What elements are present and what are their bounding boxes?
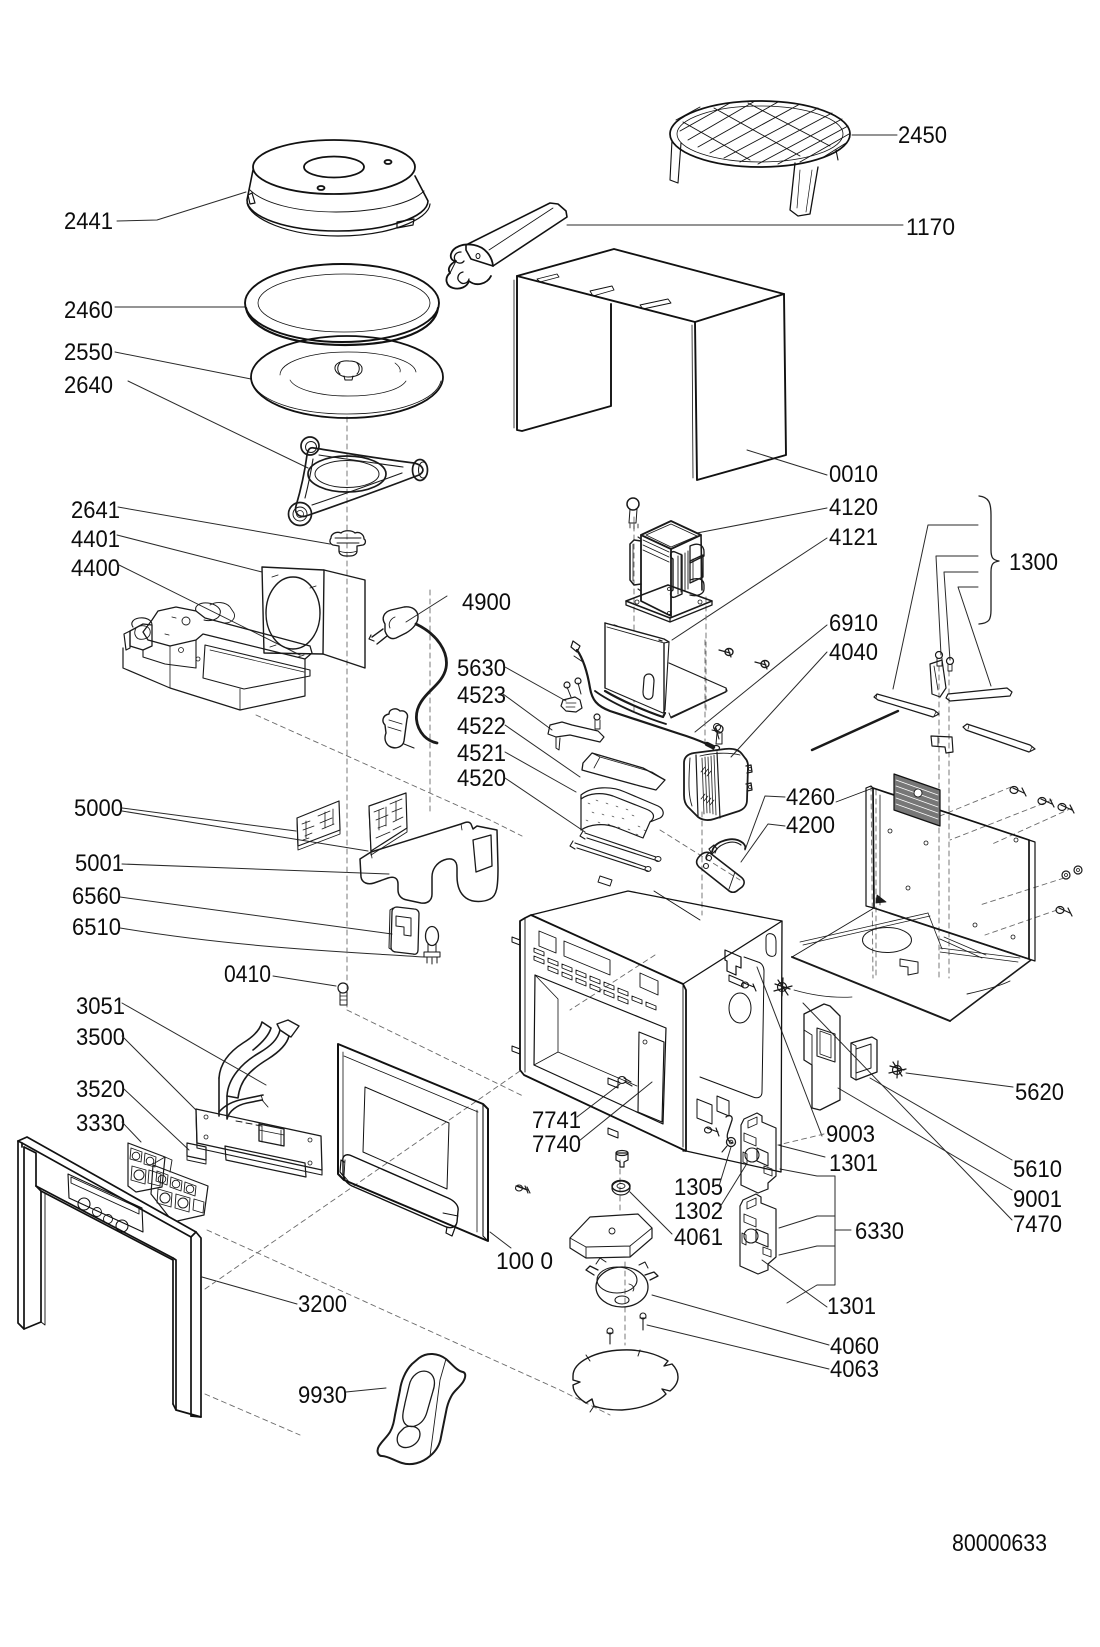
svg-text:6910: 6910 — [829, 610, 878, 637]
svg-text:1305: 1305 — [674, 1174, 723, 1201]
svg-text:4521: 4521 — [457, 740, 506, 767]
svg-text:4523: 4523 — [457, 682, 506, 709]
svg-text:5001: 5001 — [75, 850, 124, 877]
svg-text:1301: 1301 — [827, 1293, 876, 1320]
svg-text:4121: 4121 — [829, 524, 878, 551]
svg-text:5630: 5630 — [457, 655, 506, 682]
svg-text:9001: 9001 — [1013, 1186, 1062, 1213]
svg-text:3500: 3500 — [76, 1024, 125, 1051]
svg-text:5610: 5610 — [1013, 1156, 1062, 1183]
svg-text:3330: 3330 — [76, 1110, 125, 1137]
svg-text:4040: 4040 — [829, 639, 878, 666]
svg-text:6510: 6510 — [72, 914, 121, 941]
svg-text:4063: 4063 — [830, 1356, 879, 1383]
svg-text:2641: 2641 — [71, 497, 120, 524]
svg-text:3520: 3520 — [76, 1076, 125, 1103]
svg-text:5620: 5620 — [1015, 1079, 1064, 1106]
svg-text:6560: 6560 — [72, 883, 121, 910]
svg-text:4900: 4900 — [462, 589, 511, 616]
svg-text:4200: 4200 — [786, 812, 835, 839]
svg-text:4520: 4520 — [457, 765, 506, 792]
svg-text:0410: 0410 — [224, 961, 271, 988]
svg-text:5000: 5000 — [74, 795, 123, 822]
svg-text:2441: 2441 — [64, 208, 113, 235]
svg-text:9003: 9003 — [826, 1121, 875, 1148]
svg-text:7740: 7740 — [532, 1131, 581, 1158]
svg-text:4061: 4061 — [674, 1224, 723, 1251]
svg-text:2640: 2640 — [64, 372, 113, 399]
svg-text:0010: 0010 — [829, 461, 878, 488]
svg-text:4401: 4401 — [71, 526, 120, 553]
svg-text:100 0: 100 0 — [496, 1248, 553, 1275]
svg-text:2460: 2460 — [64, 297, 113, 324]
svg-text:3200: 3200 — [298, 1291, 347, 1318]
svg-text:4120: 4120 — [829, 494, 878, 521]
svg-text:80000633: 80000633 — [952, 1530, 1047, 1557]
svg-text:1301: 1301 — [829, 1150, 878, 1177]
svg-text:7741: 7741 — [532, 1107, 581, 1134]
svg-text:3051: 3051 — [76, 993, 125, 1020]
svg-text:2450: 2450 — [898, 122, 947, 149]
svg-text:6330: 6330 — [855, 1218, 904, 1245]
svg-text:1300: 1300 — [1009, 549, 1058, 576]
svg-text:7470: 7470 — [1013, 1211, 1062, 1238]
svg-text:2550: 2550 — [64, 339, 113, 366]
svg-text:4260: 4260 — [786, 784, 835, 811]
svg-text:1302: 1302 — [674, 1198, 723, 1225]
svg-text:4400: 4400 — [71, 555, 120, 582]
svg-text:4522: 4522 — [457, 713, 506, 740]
svg-text:1170: 1170 — [906, 214, 955, 241]
svg-text:9930: 9930 — [298, 1382, 347, 1409]
svg-text:4060: 4060 — [830, 1333, 879, 1360]
